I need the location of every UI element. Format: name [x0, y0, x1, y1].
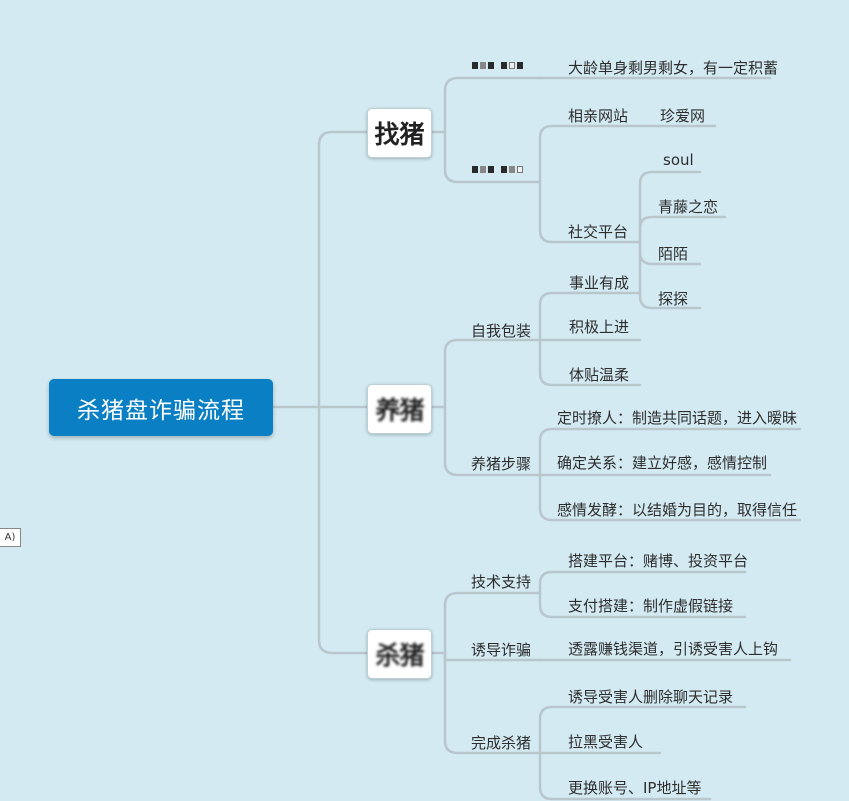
branch-kill-pig[interactable]: 杀猪 — [367, 629, 432, 679]
raising-steps-node[interactable]: 养猪步骤 — [471, 455, 532, 473]
step-item-relationship[interactable]: 确定关系：建立好感，感情控制 — [557, 454, 768, 472]
tech-item-platform[interactable]: 搭建平台：赌博、投资平台 — [568, 552, 749, 570]
finish-item-change-account[interactable]: 更换账号、IP地址等 — [568, 779, 702, 797]
lure-fraud-node[interactable]: 诱导诈骗 — [471, 641, 532, 659]
branch-find-label: 找猪 — [374, 120, 425, 149]
side-tag: A) — [0, 528, 21, 547]
finish-kill-node[interactable]: 完成杀猪 — [471, 734, 532, 752]
tech-support-node[interactable]: 技术支持 — [471, 573, 532, 591]
branch-kill-label: 杀猪 — [375, 641, 424, 670]
branch-raise-pig[interactable]: 养猪 — [367, 384, 432, 434]
branch-raise-label: 养猪 — [375, 396, 424, 425]
social-app-tantan[interactable]: 探探 — [658, 290, 689, 308]
social-app-soul[interactable]: soul — [663, 151, 694, 169]
censored-label-2 — [472, 166, 523, 173]
packaging-item-motivated[interactable]: 积极上进 — [569, 318, 630, 336]
social-app-momo[interactable]: 陌陌 — [658, 245, 689, 263]
finish-item-delete-chat[interactable]: 诱导受害人删除聊天记录 — [568, 688, 734, 706]
social-app-qingteng[interactable]: 青藤之恋 — [658, 198, 719, 216]
dating-site-example-node[interactable]: 珍爱网 — [660, 107, 706, 125]
social-platform-node[interactable]: 社交平台 — [568, 223, 629, 241]
target-profile-node[interactable]: 大龄单身剩男剩女，有一定积蓄 — [568, 59, 779, 77]
root-label: 杀猪盘诈骗流程 — [77, 397, 245, 424]
packaging-item-gentle[interactable]: 体贴温柔 — [569, 366, 630, 384]
censored-label-1 — [472, 62, 523, 69]
step-item-flirt[interactable]: 定时撩人：制造共同话题，进入暧昧 — [557, 409, 798, 427]
tech-item-payment[interactable]: 支付搭建：制作虚假链接 — [568, 597, 734, 615]
self-packaging-node[interactable]: 自我包装 — [471, 322, 532, 340]
dating-site-node[interactable]: 相亲网站 — [568, 107, 629, 125]
root-node[interactable]: 杀猪盘诈骗流程 — [49, 379, 273, 436]
packaging-item-career[interactable]: 事业有成 — [569, 274, 630, 292]
lure-item[interactable]: 透露赚钱渠道，引诱受害人上钩 — [568, 640, 779, 658]
finish-item-block[interactable]: 拉黑受害人 — [568, 733, 644, 751]
branch-find-pig[interactable]: 找猪 — [367, 108, 432, 158]
step-item-trust[interactable]: 感情发酵：以结婚为目的，取得信任 — [557, 501, 798, 519]
